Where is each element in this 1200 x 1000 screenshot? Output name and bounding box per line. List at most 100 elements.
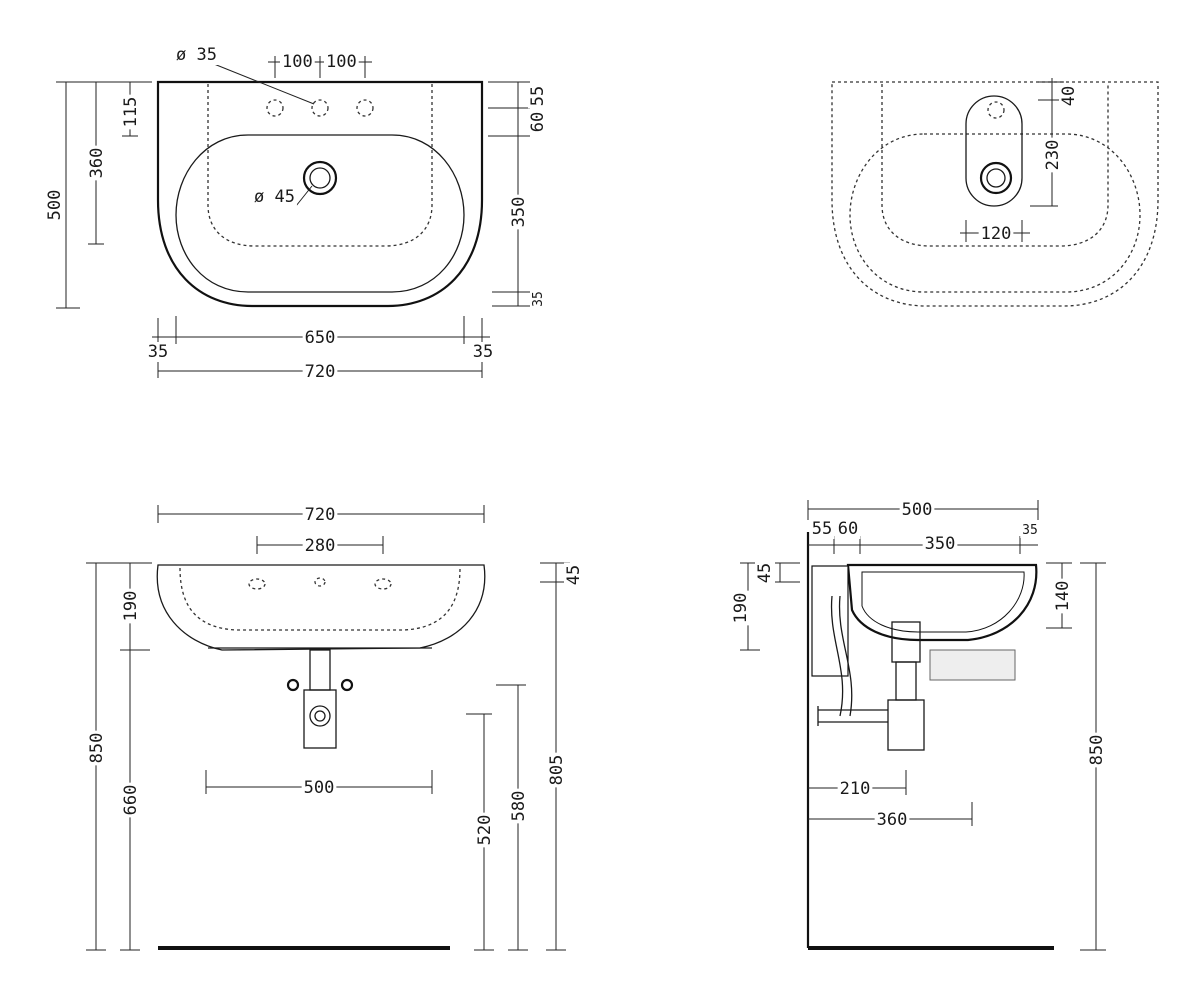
label-mask bbox=[547, 752, 567, 788]
dim-front-280: 280 bbox=[305, 536, 336, 556]
label-mask bbox=[528, 83, 548, 109]
dim-height-360: 360 bbox=[87, 148, 107, 179]
label-mask bbox=[45, 187, 65, 223]
dim-front-580: 580 bbox=[509, 791, 529, 822]
label-mask bbox=[174, 45, 219, 65]
front-hole-right bbox=[374, 578, 392, 590]
dim-side-45: 45 bbox=[755, 563, 775, 583]
dim-front-500: 500 bbox=[304, 778, 335, 798]
side-bowl-inner bbox=[861, 571, 1025, 633]
plan-hidden-view: 40 230 120 bbox=[831, 78, 1159, 307]
dim-pod-120: 120 bbox=[981, 224, 1012, 244]
label-mask bbox=[470, 342, 496, 362]
label-mask bbox=[121, 588, 141, 624]
top-hidden-rim bbox=[207, 84, 433, 247]
label-mask bbox=[1043, 137, 1063, 173]
label-mask bbox=[302, 536, 338, 556]
drain-inner bbox=[309, 167, 331, 189]
dim-side-360: 360 bbox=[877, 810, 908, 830]
front-hole-left bbox=[248, 578, 266, 590]
tap-hole-center bbox=[311, 99, 329, 117]
side-counter bbox=[929, 649, 1016, 681]
label-mask bbox=[528, 109, 548, 135]
side-trap-body bbox=[895, 661, 917, 701]
label-mask bbox=[874, 810, 910, 830]
label-mask bbox=[531, 289, 546, 309]
label-mask bbox=[755, 560, 775, 586]
dim-front-190: 190 bbox=[121, 591, 141, 622]
dim-inner-650: 650 bbox=[305, 328, 336, 348]
front-view: 720 280 850 190 660 500 520 580 bbox=[86, 505, 584, 951]
top-basin-outline bbox=[156, 80, 484, 308]
dim-side-140: 140 bbox=[1053, 581, 1073, 612]
dim-front-850: 850 bbox=[87, 733, 107, 764]
side-hose-2 bbox=[838, 595, 853, 717]
tap-pod bbox=[965, 95, 1023, 207]
dim-side-190: 190 bbox=[731, 593, 751, 624]
dim-width-720: 720 bbox=[305, 362, 336, 382]
label-mask bbox=[301, 778, 337, 798]
side-basin-section bbox=[846, 563, 1038, 642]
side-hose-1 bbox=[830, 595, 844, 717]
top-bowl-outline bbox=[175, 134, 465, 293]
dim-front-720: 720 bbox=[305, 505, 336, 525]
top-view: ø 35 100 100 ø 45 500 360 115 55 bbox=[45, 45, 548, 382]
front-fixing-left bbox=[286, 678, 300, 692]
plan-outline bbox=[831, 81, 1159, 307]
label-mask bbox=[1087, 732, 1107, 768]
plan-rim bbox=[881, 84, 1109, 247]
dim-right-350: 350 bbox=[509, 197, 529, 228]
label-mask bbox=[509, 194, 529, 230]
side-bracket bbox=[811, 565, 849, 677]
label-mask bbox=[280, 52, 315, 72]
dim-side-60: 60 bbox=[838, 519, 858, 539]
dim-offset-115: 115 bbox=[121, 97, 141, 128]
label-mask bbox=[302, 362, 338, 382]
label-mask bbox=[1053, 578, 1073, 614]
label-mask bbox=[252, 187, 297, 207]
dim-right-60: 60 bbox=[528, 112, 548, 132]
side-view: 500 55 60 350 35 45 190 140 850 210 bbox=[731, 500, 1107, 951]
label-mask bbox=[922, 534, 958, 554]
dim-right-55: 55 bbox=[528, 86, 548, 106]
dim-front-805: 805 bbox=[547, 755, 567, 786]
label-mask bbox=[899, 500, 935, 520]
label-mask bbox=[87, 730, 107, 766]
drain-outer bbox=[302, 160, 338, 196]
dim-front-45: 45 bbox=[564, 565, 584, 585]
label-mask bbox=[837, 779, 873, 799]
dim-side-850: 850 bbox=[1087, 735, 1107, 766]
label-mask bbox=[121, 782, 141, 818]
plan-bowl bbox=[849, 133, 1141, 293]
label-mask bbox=[809, 519, 835, 539]
dim-pod-230: 230 bbox=[1043, 140, 1063, 171]
dim-side-210: 210 bbox=[840, 779, 871, 799]
label-mask bbox=[978, 224, 1014, 244]
dim-drain-diameter: ø 45 bbox=[254, 187, 295, 207]
label-mask bbox=[1059, 83, 1079, 109]
label-mask bbox=[121, 94, 141, 130]
front-fixing-right bbox=[340, 678, 354, 692]
dim-side-350: 350 bbox=[925, 534, 956, 554]
label-mask bbox=[1020, 523, 1040, 538]
label-mask bbox=[324, 52, 359, 72]
dim-side-500: 500 bbox=[902, 500, 933, 520]
dim-spacing-left: 100 bbox=[282, 52, 313, 72]
tap-hole-right bbox=[356, 99, 374, 117]
dim-side-55: 55 bbox=[812, 519, 832, 539]
dim-side-35: 35 bbox=[1022, 523, 1038, 538]
label-mask bbox=[302, 328, 338, 348]
dim-edge-left-35: 35 bbox=[148, 342, 168, 362]
label-mask bbox=[87, 145, 107, 181]
dim-hole-diameter: ø 35 bbox=[176, 45, 217, 65]
label-mask bbox=[564, 562, 584, 588]
label-mask bbox=[302, 505, 338, 525]
dim-depth-500: 500 bbox=[45, 190, 65, 221]
pod-drain-inner bbox=[986, 168, 1006, 188]
tap-hole-left bbox=[266, 99, 284, 117]
label-mask bbox=[731, 590, 751, 626]
front-basin-outline bbox=[156, 564, 486, 651]
label-mask bbox=[509, 788, 529, 824]
front-bowl-hidden bbox=[179, 567, 461, 631]
